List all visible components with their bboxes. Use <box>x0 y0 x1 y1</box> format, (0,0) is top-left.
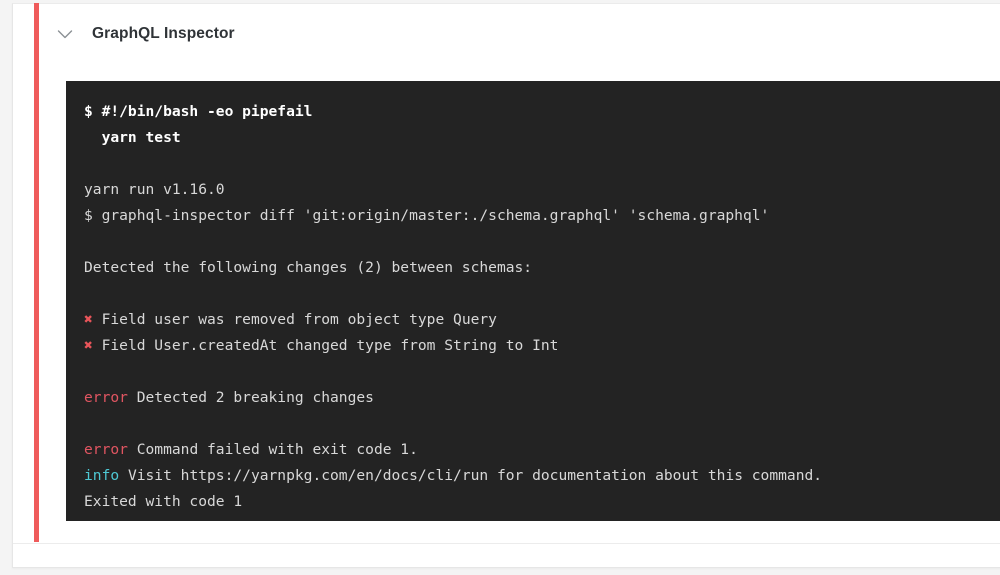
build-step-header[interactable]: GraphQL Inspector <box>52 3 235 65</box>
terminal-line-text <box>84 363 93 380</box>
error-prefix: error <box>84 389 128 406</box>
card-divider <box>13 543 1000 544</box>
terminal-line-blank <box>84 281 1000 307</box>
terminal-line-text <box>84 285 93 302</box>
terminal-line-breaking-change: ✖ Field user was removed from object typ… <box>84 307 1000 333</box>
terminal-line-text: Field user was removed from object type … <box>92 311 497 328</box>
terminal-line-text: Visit https://yarnpkg.com/en/docs/cli/ru… <box>119 467 823 484</box>
terminal-line-blank <box>84 411 1000 437</box>
terminal-line-blank <box>84 229 1000 255</box>
terminal-line-text: yarn test <box>84 129 181 146</box>
terminal-line-error: error Detected 2 breaking changes <box>84 385 1000 411</box>
terminal-line-text: yarn run v1.16.0 <box>84 181 225 198</box>
terminal-output[interactable]: $ #!/bin/bash -eo pipefail yarn test yar… <box>66 81 1000 521</box>
terminal-line: $ #!/bin/bash -eo pipefail <box>84 99 1000 125</box>
terminal-line-text: $ graphql-inspector diff 'git:origin/mas… <box>84 207 770 224</box>
terminal-line-text: $ #!/bin/bash -eo pipefail <box>84 103 313 120</box>
error-mark-icon: ✖ <box>84 311 93 328</box>
terminal-line: Detected the following changes (2) betwe… <box>84 255 1000 281</box>
terminal-line-text: Command failed with exit code 1. <box>127 441 418 458</box>
terminal-line-error: error Command failed with exit code 1. <box>84 437 1000 463</box>
terminal-line-text: Detected the following changes (2) betwe… <box>84 259 533 276</box>
terminal-line-text: Field User.createdAt changed type from S… <box>92 337 559 354</box>
terminal-line: Exited with code 1 <box>84 489 1000 515</box>
status-stripe-failed <box>34 3 39 542</box>
terminal-line-info: info Visit https://yarnpkg.com/en/docs/c… <box>84 463 1000 489</box>
terminal-line: $ graphql-inspector diff 'git:origin/mas… <box>84 203 1000 229</box>
terminal-line: yarn run v1.16.0 <box>84 177 1000 203</box>
terminal-line-blank <box>84 151 1000 177</box>
terminal-line-text: Detected 2 breaking changes <box>127 389 374 406</box>
terminal-line: yarn test <box>84 125 1000 151</box>
page-title: GraphQL Inspector <box>92 25 235 42</box>
terminal-line-text <box>84 233 93 250</box>
chevron-down-icon[interactable] <box>52 21 78 47</box>
error-prefix: error <box>84 441 128 458</box>
terminal-line-text <box>84 415 93 432</box>
terminal-line-breaking-change: ✖ Field User.createdAt changed type from… <box>84 333 1000 359</box>
terminal-line-text <box>84 155 93 172</box>
info-prefix: info <box>84 467 120 484</box>
terminal-line-blank <box>84 359 1000 385</box>
terminal-line-text: Exited with code 1 <box>84 493 243 510</box>
error-mark-icon: ✖ <box>84 337 93 354</box>
